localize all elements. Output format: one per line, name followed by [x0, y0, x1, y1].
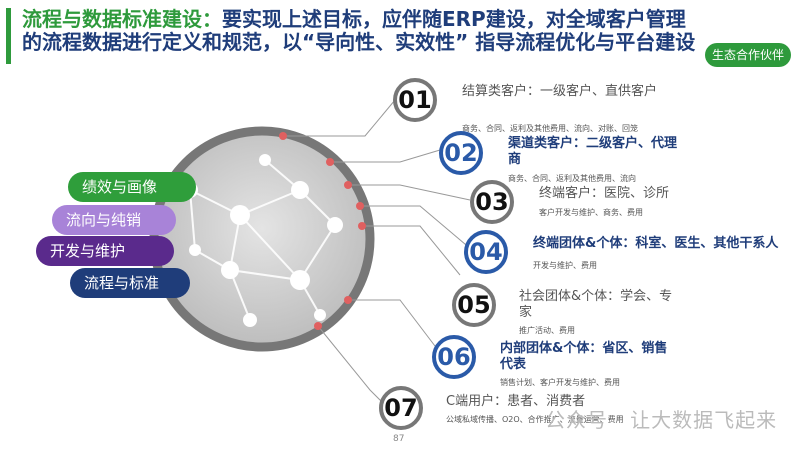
- item-01-sub: 商务、合同、返利及其他费用、流向、对账、回笼: [462, 123, 638, 134]
- watermark: 公众号 · 让大数据飞起来: [545, 404, 777, 433]
- item-05-sub: 推广活动、费用: [519, 325, 575, 336]
- pill-process-standards[interactable]: 流程与标准: [70, 268, 190, 298]
- item-04-sub: 开发与维护、费用: [533, 260, 597, 271]
- item-07-number: 07: [379, 386, 423, 430]
- item-04-label: 终端团体&个体：科室、医生、其他干系人: [533, 236, 793, 252]
- pill-flow-sales[interactable]: 流向与纯销: [52, 205, 176, 235]
- item-03-sub: 客户开发与维护、商务、费用: [539, 207, 643, 218]
- item-01-label: 结算类客户：一级客户、直供客户: [462, 84, 672, 100]
- item-02-number: 02: [439, 131, 483, 175]
- pill-development-maintenance[interactable]: 开发与维护: [36, 236, 174, 266]
- item-06-number: 06: [432, 335, 476, 379]
- item-06-label: 内部团体&个体：省区、销售代表: [500, 341, 670, 373]
- page-number: 87: [393, 434, 404, 444]
- pill-performance-profile[interactable]: 绩效与画像: [68, 172, 196, 202]
- item-03-number: 03: [470, 180, 514, 224]
- item-04-number: 04: [464, 230, 508, 274]
- item-05-label: 社会团体&个体：学会、专家: [519, 289, 679, 321]
- item-03-label: 终端客户：医院、诊所: [539, 186, 739, 202]
- item-02-sub: 商务、合同、返利及其他费用、流向: [508, 173, 636, 184]
- item-01-number: 01: [393, 78, 437, 122]
- item-06-sub: 销售计划、客户开发与维护、费用: [500, 377, 620, 388]
- item-05-number: 05: [452, 283, 496, 327]
- item-02-label: 渠道类客户：二级客户、代理商: [508, 136, 688, 168]
